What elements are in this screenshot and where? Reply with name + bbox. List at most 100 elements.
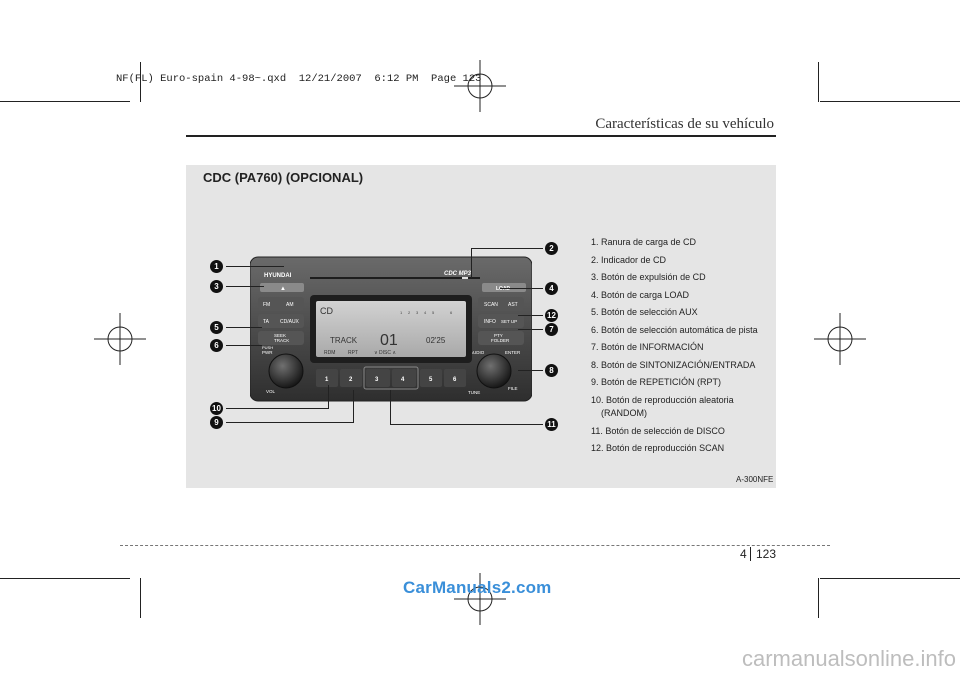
disc-slot: 5: [432, 310, 435, 315]
disc-slot: 3: [416, 310, 419, 315]
fm-label: FM: [263, 302, 270, 308]
watermark-link[interactable]: CarManuals2.com: [403, 578, 552, 597]
preset-label: 2: [349, 377, 353, 383]
callout-line-9: [353, 390, 354, 423]
crop-mark: [140, 62, 141, 102]
legend-list: 1. Ranura de carga de CD 2. Indicador de…: [591, 236, 758, 460]
crop-mark: [820, 578, 960, 579]
preset-label: 5: [429, 377, 433, 383]
load-button[interactable]: [482, 283, 526, 292]
callout-line-10: [328, 385, 329, 409]
site-footer-link[interactable]: carmanualsonline.info: [741, 646, 956, 671]
legend-item: 10. Botón de reproducción aleatoria: [591, 394, 734, 405]
running-head: Características de su vehículo: [595, 116, 774, 132]
legend-item: 5. Botón de selección AUX: [591, 307, 698, 317]
callout-6: 6: [210, 339, 223, 352]
preset-5-button[interactable]: [420, 369, 442, 387]
callout-3: 3: [210, 280, 223, 293]
callout-line-9: [226, 422, 353, 423]
registration-mark-icon: [454, 573, 506, 625]
callout-12: 12: [545, 309, 558, 322]
crop-mark: [820, 101, 960, 102]
callout-line-7: [518, 329, 543, 330]
info-label: INFO: [484, 319, 496, 325]
figure-title: CDC (PA760) (OPCIONAL): [203, 170, 364, 185]
volume-knob[interactable]: [268, 353, 304, 389]
disc-slot: 2: [408, 310, 411, 315]
cdc-mp3-logo: CDC MP3: [444, 271, 472, 277]
callout-9: 9: [210, 416, 223, 429]
callout-line-2: [471, 248, 543, 249]
legend-item: 6. Botón de selección automática de pist…: [591, 324, 758, 335]
callout-line-8: [518, 370, 543, 371]
radio-illustration: HYUNDAI CDC MP3 ▲ LOAD FM AM TA CD/AUX S…: [250, 256, 532, 402]
pty-folder-button[interactable]: [478, 331, 524, 345]
figure-code: A-300NFE: [736, 475, 774, 484]
display-track-number: 01: [380, 332, 398, 349]
enter-label: ENTER: [505, 350, 521, 355]
preset-4-button[interactable]: [392, 369, 416, 387]
callout-11: 11: [545, 418, 558, 431]
brand-label: HYUNDAI: [264, 273, 292, 279]
disc-slot: 4: [424, 310, 427, 315]
preset-label: 4: [401, 377, 405, 383]
print-slug: NF(FL) Euro-spain 4-98~.qxd 12/21/2007 6…: [116, 73, 482, 85]
crop-mark: [0, 578, 130, 579]
am-label: AM: [286, 302, 294, 308]
callout-line-6: [226, 345, 262, 346]
scan-label: SCAN: [484, 302, 498, 308]
legend-item: 2. Indicador de CD: [591, 254, 667, 265]
vol-label: VOL: [266, 389, 276, 394]
callout-line-5: [226, 327, 262, 328]
crop-mark: [818, 578, 819, 618]
disc-slot: 1: [400, 310, 403, 315]
tune-knob[interactable]: [476, 353, 512, 389]
seek-track-button[interactable]: [258, 331, 304, 345]
legend-item: 1. Ranura de carga de CD: [591, 237, 697, 247]
legend-item-continuation: (RANDOM): [601, 408, 647, 418]
legend-item: 12. Botón de reproducción SCAN: [591, 443, 725, 453]
registration-mark-icon: [94, 313, 146, 365]
preset-1-button[interactable]: [316, 369, 338, 387]
disc-select-frame: [363, 366, 419, 390]
track-label: TRACK: [274, 338, 289, 343]
callout-4: 4: [545, 282, 558, 295]
ta-label: TA: [263, 319, 270, 325]
preset-6-button[interactable]: [444, 369, 466, 387]
setup-label: SET UP: [501, 319, 517, 324]
lcd-display: [316, 301, 466, 357]
ast-label: AST: [508, 302, 518, 308]
preset-2-button[interactable]: [340, 369, 362, 387]
fm-am-button[interactable]: [258, 297, 304, 311]
push-label: PUSH: [262, 345, 273, 350]
cd-slot: [310, 277, 480, 279]
folder-label: FOLDER: [491, 338, 510, 343]
callout-line-11: [390, 424, 543, 425]
ta-cd-aux-button[interactable]: [258, 314, 304, 328]
preset-label: 6: [453, 377, 457, 383]
callout-line-12: [518, 315, 543, 316]
legend-item: 7. Botón de INFORMACIÓN: [591, 342, 704, 352]
registration-mark-icon: [454, 60, 506, 112]
display-time: 02'25: [426, 336, 446, 345]
file-label: FILE: [508, 386, 518, 391]
callout-line-10: [226, 408, 328, 409]
info-setup-button[interactable]: [478, 314, 524, 328]
callout-7: 7: [545, 323, 558, 336]
disc-slot: 6: [450, 310, 453, 315]
header-rule: [186, 135, 776, 137]
display-track-label: TRACK: [330, 336, 358, 345]
audio-label: AUDIO: [470, 350, 485, 355]
callout-1: 1: [210, 260, 223, 273]
eject-icon: ▲: [280, 286, 286, 292]
callout-8: 8: [545, 364, 558, 377]
preset-label: 1: [325, 377, 329, 383]
eject-button[interactable]: [260, 283, 304, 292]
crop-mark: [0, 101, 130, 102]
display-disc: ∨ DISC ∧: [374, 350, 396, 356]
scan-ast-button[interactable]: [478, 297, 524, 311]
preset-3-button[interactable]: [366, 369, 390, 387]
preset-buttons: 1 2 3 4 5 6: [316, 366, 466, 390]
pty-label: PTY: [494, 333, 503, 338]
callout-5: 5: [210, 321, 223, 334]
